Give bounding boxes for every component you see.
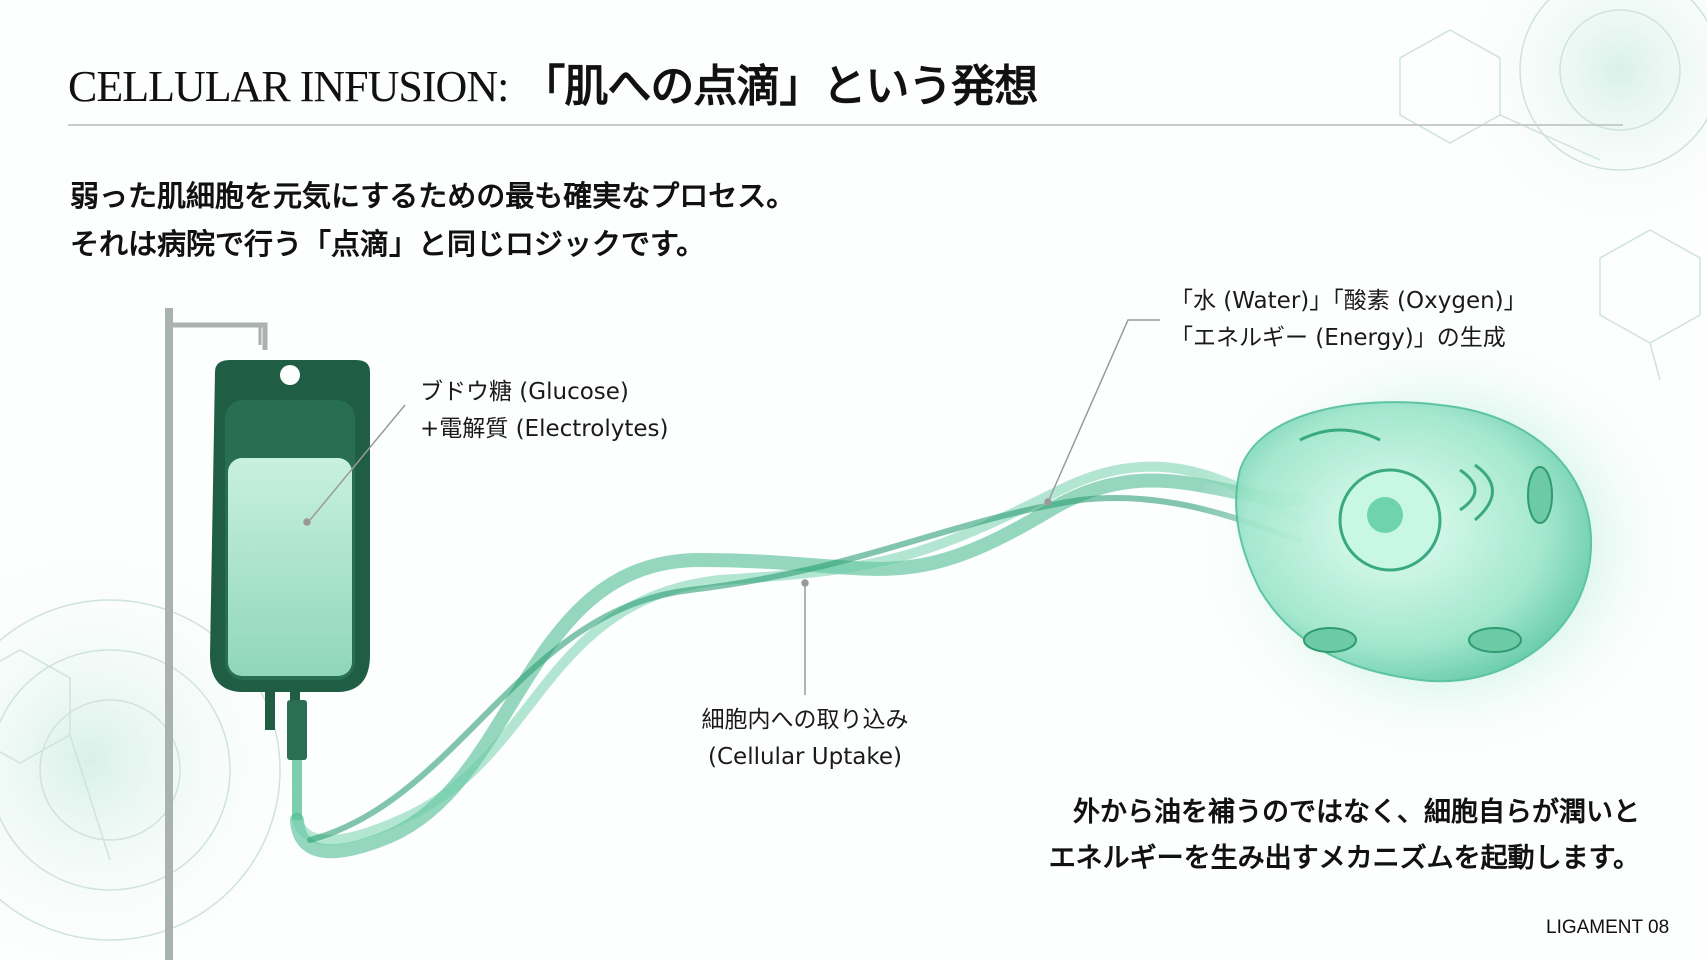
- iv-pole: [165, 308, 173, 960]
- title-divider: [68, 124, 1623, 126]
- title-english: CELLULAR INFUSION:: [68, 62, 509, 111]
- uptake-label-en: (Cellular Uptake): [708, 744, 902, 770]
- page-title: CELLULAR INFUSION: 「肌への点滴」という発想: [68, 50, 1038, 114]
- fluid-stream: [290, 461, 1307, 859]
- subtitle-line-2: それは病院で行う「点滴」と同じロジックです。: [70, 227, 706, 261]
- slide-footer: LIGAMENT 08: [1546, 917, 1670, 938]
- uptake-label-jp: 細胞内への取り込み: [701, 707, 909, 733]
- title-japanese: 「肌への点滴」という発想: [521, 61, 1038, 112]
- water-oxygen-label: 「水 (Water)」「酸素 (Oxygen)」: [1170, 288, 1527, 314]
- cell-output-label: 「水 (Water)」「酸素 (Oxygen)」 「エネルギー (Energy)…: [1170, 283, 1527, 357]
- iv-bag: [210, 360, 370, 820]
- conclusion-text: 外から油を補うのではなく、細胞自らが潤いと エネルギーを生み出すメカニズムを起動…: [990, 790, 1640, 882]
- conclusion-line-1: 外から油を補うのではなく、細胞自らが潤いと: [1073, 797, 1640, 828]
- electrolytes-label: +電解質 (Electrolytes): [420, 416, 669, 442]
- ripple-decoration: [1450, 0, 1707, 240]
- leader-lines: [303, 319, 1160, 695]
- glucose-label: ブドウ糖 (Glucose): [420, 379, 629, 405]
- cell-illustration: [1235, 401, 1593, 683]
- iv-bag-label: ブドウ糖 (Glucose) +電解質 (Electrolytes): [420, 374, 668, 448]
- subtitle-line-1: 弱った肌細胞を元気にするための最も確実なプロセス。: [70, 179, 796, 213]
- uptake-label: 細胞内への取り込み (Cellular Uptake): [690, 702, 920, 776]
- energy-label: 「エネルギー (Energy)」の生成: [1170, 325, 1506, 351]
- conclusion-line-2: エネルギーを生み出すメカニズムを起動します。: [1048, 843, 1640, 874]
